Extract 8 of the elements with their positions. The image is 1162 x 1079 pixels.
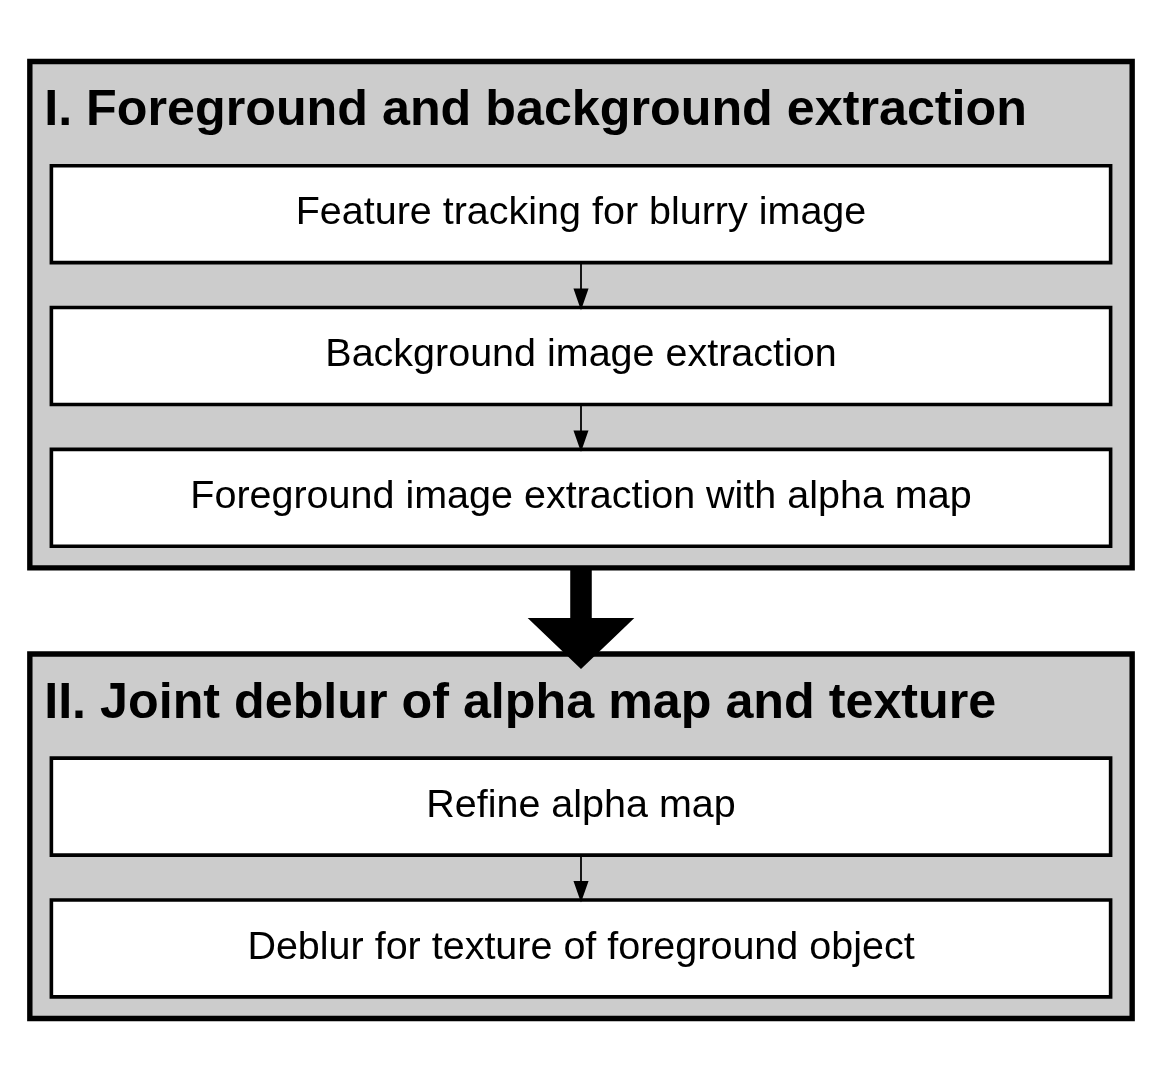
node-box: Foreground image extraction with alpha map [49, 447, 1113, 548]
arrow [573, 403, 589, 452]
node-box: Feature tracking for blurry image [49, 163, 1113, 264]
arrow [527, 567, 635, 669]
node-box: Deblur for texture of foreground object [49, 897, 1113, 999]
node-box: Refine alpha map [49, 755, 1113, 857]
arrow [573, 261, 589, 310]
node-box: Background image extraction [49, 305, 1113, 406]
